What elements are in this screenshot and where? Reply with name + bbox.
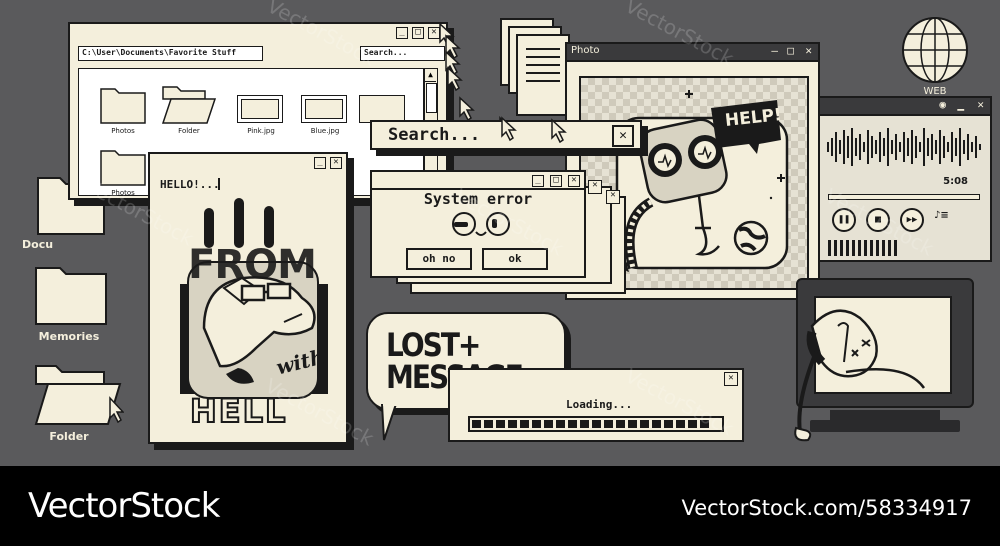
file-label: Pink.jpg	[247, 127, 275, 135]
close-button[interactable]: ✕	[977, 98, 984, 111]
file-item[interactable]: Photos	[93, 85, 153, 135]
forward-button[interactable]: ▶▶	[900, 208, 924, 232]
web-globe-icon[interactable]: WEB	[900, 16, 970, 100]
image-thumbnail-icon	[301, 95, 347, 123]
track-time: 5:08	[943, 176, 968, 187]
error-dialog: _ □ ✕ System error oh no ok	[370, 170, 586, 278]
waveform-icon	[827, 128, 981, 166]
minimize-button[interactable]: _	[396, 27, 408, 39]
desktop-icon-label: Memories	[38, 330, 100, 343]
folder-open-icon	[34, 365, 124, 425]
scroll-up-icon[interactable]: ▲	[425, 69, 436, 82]
stop-button[interactable]: ■	[866, 208, 890, 232]
media-player-window: ◉ ▁ ✕ 5:08 ❚❚ ■ ▶▶ ♪≡	[818, 96, 992, 262]
window-title: Photo	[571, 45, 600, 56]
loading-window: ✕ Loading...	[448, 368, 744, 442]
playlist-icon[interactable]: ♪≡	[934, 210, 949, 221]
monitor	[794, 278, 976, 444]
close-button[interactable]: ✕	[724, 372, 738, 386]
globe-icon	[902, 17, 968, 83]
creature-illustration-icon	[794, 309, 926, 442]
path-text: C:\User\Documents\Favorite Stuff	[82, 48, 237, 57]
search-text: Search...	[388, 125, 481, 145]
minimize-button[interactable]: —	[771, 44, 778, 57]
path-bar[interactable]: C:\User\Documents\Favorite Stuff	[78, 46, 263, 61]
volume-bars[interactable]	[828, 240, 898, 256]
file-item[interactable]: Folder	[159, 85, 219, 135]
image-thumbnail-icon	[237, 95, 283, 123]
ok-button[interactable]: ok	[482, 248, 548, 270]
folder-open-icon	[161, 86, 217, 124]
text-caret	[218, 178, 220, 190]
search-input[interactable]: Search...	[360, 46, 445, 61]
close-button[interactable]: ✕	[588, 180, 602, 194]
document-stack-icon	[500, 18, 570, 118]
close-button[interactable]: ✕	[805, 44, 812, 57]
robot-illustration-icon	[613, 90, 789, 272]
file-label: Photos	[111, 127, 135, 135]
file-item	[359, 95, 405, 123]
poster-art: FROM with HELL	[164, 198, 336, 434]
footer-brand: VectorStock	[28, 486, 220, 526]
hello-window: _ ✕ HELLO!... FROM with HELL	[148, 152, 348, 444]
desktop-icon-folder[interactable]: Folder	[30, 362, 124, 446]
waveform-display	[824, 124, 986, 170]
file-label: Blue.jpg	[310, 127, 340, 135]
close-button[interactable]: ✕	[428, 27, 440, 39]
seek-bar[interactable]	[828, 194, 980, 200]
title-bar: _ □ ✕	[70, 24, 446, 40]
cursor-icon	[501, 116, 517, 142]
poster-title-top: FROM	[188, 242, 317, 288]
folder-icon	[100, 150, 146, 186]
file-item[interactable]: Blue.jpg	[295, 95, 355, 135]
title-bar: Photo — □ ✕	[567, 44, 818, 62]
file-label: Photos	[111, 189, 135, 197]
close-button[interactable]: ✕	[606, 190, 620, 204]
file-item[interactable]: Pink.jpg	[231, 95, 291, 135]
close-button[interactable]: ✕	[330, 157, 342, 169]
loading-text: Loading...	[566, 398, 633, 411]
desktop-icon-label: Docu	[22, 238, 54, 251]
folder-icon	[100, 88, 146, 124]
dizzy-face-icon	[452, 212, 510, 236]
message-line-1: LOST+	[386, 326, 481, 364]
folder-icon	[35, 267, 107, 325]
search-bar-window[interactable]: Search... ✕	[370, 120, 642, 150]
scroll-thumb[interactable]	[426, 83, 437, 113]
close-button[interactable]: ✕	[568, 175, 580, 187]
progress-fill	[472, 420, 710, 428]
desktop-icon-label: Folder	[49, 430, 89, 443]
search-placeholder: Search...	[364, 48, 408, 57]
title-bar: _ ✕	[150, 154, 346, 170]
title-bar: _ □ ✕	[372, 172, 584, 190]
file-item[interactable]: Photos	[93, 147, 153, 197]
footer-image-id: VectorStock.com/58334917	[681, 496, 972, 520]
oh-no-button[interactable]: oh no	[406, 248, 472, 270]
progress-bar	[468, 416, 724, 432]
minimize-button[interactable]: ▁	[957, 98, 964, 111]
minimize-button[interactable]: _	[314, 157, 326, 169]
maximize-button[interactable]: □	[550, 175, 562, 187]
record-icon[interactable]: ◉	[939, 98, 946, 111]
footer-bar: VectorStock VectorStock.com/58334917	[0, 466, 1000, 546]
bubble-tail-icon	[380, 404, 398, 441]
hello-text: HELLO!...	[160, 178, 220, 191]
cursor-icon	[551, 118, 567, 144]
title-bar: ◉ ▁ ✕	[820, 98, 990, 116]
maximize-button[interactable]: □	[787, 44, 794, 57]
pause-button[interactable]: ❚❚	[832, 208, 856, 232]
minimize-button[interactable]: _	[532, 175, 544, 187]
web-label: WEB	[923, 86, 947, 97]
poster-title-bottom: HELL	[189, 391, 288, 431]
desktop-icon-memories[interactable]: Memories	[30, 262, 120, 346]
file-label: Folder	[178, 127, 200, 135]
maximize-button[interactable]: □	[412, 27, 424, 39]
close-button[interactable]: ✕	[612, 125, 634, 147]
dino-illustration-icon	[180, 198, 328, 399]
dialog-title: System error	[423, 190, 533, 208]
